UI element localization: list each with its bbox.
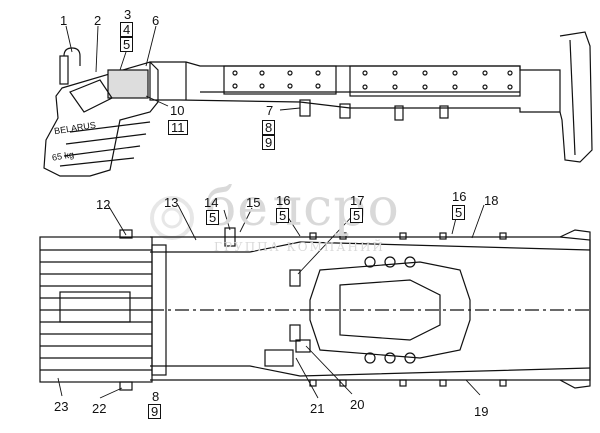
callout-15: 15 xyxy=(246,195,261,210)
callout-3: 3 xyxy=(124,7,132,22)
callout-7: 7 xyxy=(266,103,274,118)
callout-19: 19 xyxy=(474,404,489,419)
plan-view xyxy=(150,227,591,389)
callout-10: 10 xyxy=(170,103,185,118)
callout-21: 21 xyxy=(310,401,325,416)
callout-8-b: 8 xyxy=(152,389,160,404)
callout-13: 13 xyxy=(164,195,179,210)
callout-14: 14 xyxy=(204,195,219,210)
callout-22: 22 xyxy=(92,401,107,416)
front-weight-side xyxy=(43,47,159,177)
callout-5-c: 5 xyxy=(276,208,290,223)
callout-4: 4 xyxy=(120,22,134,37)
callout-5-d: 5 xyxy=(350,208,364,223)
callout-11: 11 xyxy=(168,120,188,135)
callout-5-e: 5 xyxy=(452,205,466,220)
callout-20: 20 xyxy=(350,397,365,412)
callout-5-b: 5 xyxy=(206,210,220,225)
callout-6: 6 xyxy=(152,13,160,28)
watermark-subtitle: ГРУППА КОМПАНИЙ xyxy=(214,240,385,254)
callout-5: 5 xyxy=(120,37,134,52)
rail-bolts xyxy=(309,232,507,387)
callout-9: 9 xyxy=(262,135,276,150)
callout-1: 1 xyxy=(60,13,68,28)
weight-stack-plan xyxy=(39,229,167,391)
callout-12: 12 xyxy=(96,197,111,212)
watermark-brand: белсро xyxy=(205,178,400,238)
callout-18: 18 xyxy=(484,193,499,208)
watermark-logo xyxy=(150,196,194,240)
callout-2: 2 xyxy=(94,13,102,28)
callout-16: 16 xyxy=(276,193,291,208)
bolt-holes-upper xyxy=(232,70,513,90)
callout-8: 8 xyxy=(262,120,276,135)
weight-ribs xyxy=(59,121,151,167)
callout-23: 23 xyxy=(54,399,69,414)
callout-16-b: 16 xyxy=(452,189,467,204)
callout-9-b: 9 xyxy=(148,404,162,419)
side-view xyxy=(149,31,593,163)
weight-slabs xyxy=(40,249,152,371)
callout-17: 17 xyxy=(350,193,365,208)
